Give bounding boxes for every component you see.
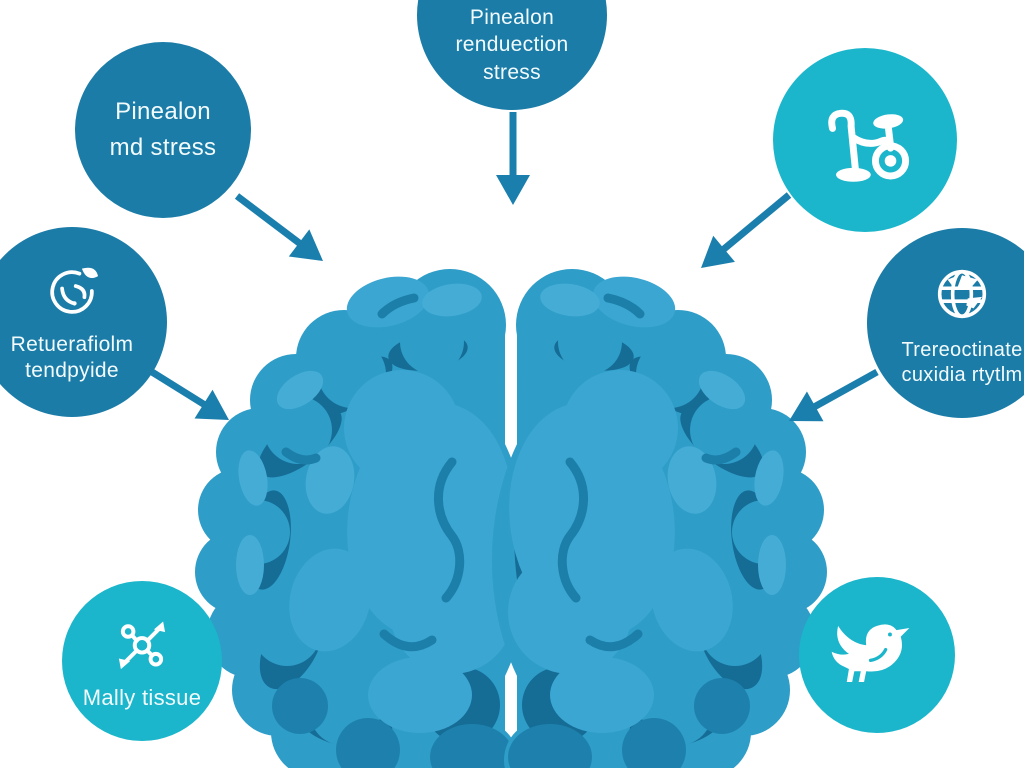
node-bottom-right — [799, 577, 955, 733]
node-label-line: Trereoctinate — [901, 339, 1023, 361]
node-label-line: Pinealon — [469, 6, 555, 30]
brain-left-hemisphere — [195, 269, 530, 768]
brain-right-hemisphere — [492, 269, 827, 768]
node-label-line: md stress — [109, 134, 217, 161]
arrow-shaft — [810, 368, 879, 411]
node-right: Trereoctinate cuxidia rtytlm — [867, 228, 1024, 418]
brain-illustration — [195, 269, 827, 768]
node-top-left: Pinealon md stress — [75, 42, 251, 218]
arrow-head — [288, 229, 323, 261]
arrow-shaft — [719, 192, 792, 254]
node-top-right — [773, 48, 957, 232]
network-arrows-icon — [118, 621, 166, 670]
node-label-line: Pinealon — [115, 98, 211, 125]
globe-icon — [937, 269, 987, 319]
node-label-line: stress — [483, 60, 541, 84]
arrow-shaft — [234, 193, 304, 248]
node-label-line: Retuerafiolm — [10, 332, 134, 356]
arrow-shaft — [150, 369, 208, 409]
node-label-line: Mally tissue — [82, 685, 202, 710]
leaf-cycle-icon — [50, 267, 99, 314]
arrow-head — [194, 389, 229, 420]
arrow-head — [496, 175, 530, 205]
arrow-head — [701, 235, 735, 268]
node-label-line: renduection — [455, 33, 569, 57]
node-label-line: cuxidia rtytlm — [901, 364, 1023, 386]
arrow-layer — [150, 112, 879, 422]
exercise-bike-icon — [828, 109, 910, 182]
node-left: Retuerafiolm tendpyide — [0, 227, 167, 417]
bird-icon — [831, 624, 910, 682]
node-label-line: tendpyide — [25, 359, 119, 382]
arrow-head — [789, 391, 824, 422]
node-bottom-left: Mally tissue — [62, 581, 222, 741]
